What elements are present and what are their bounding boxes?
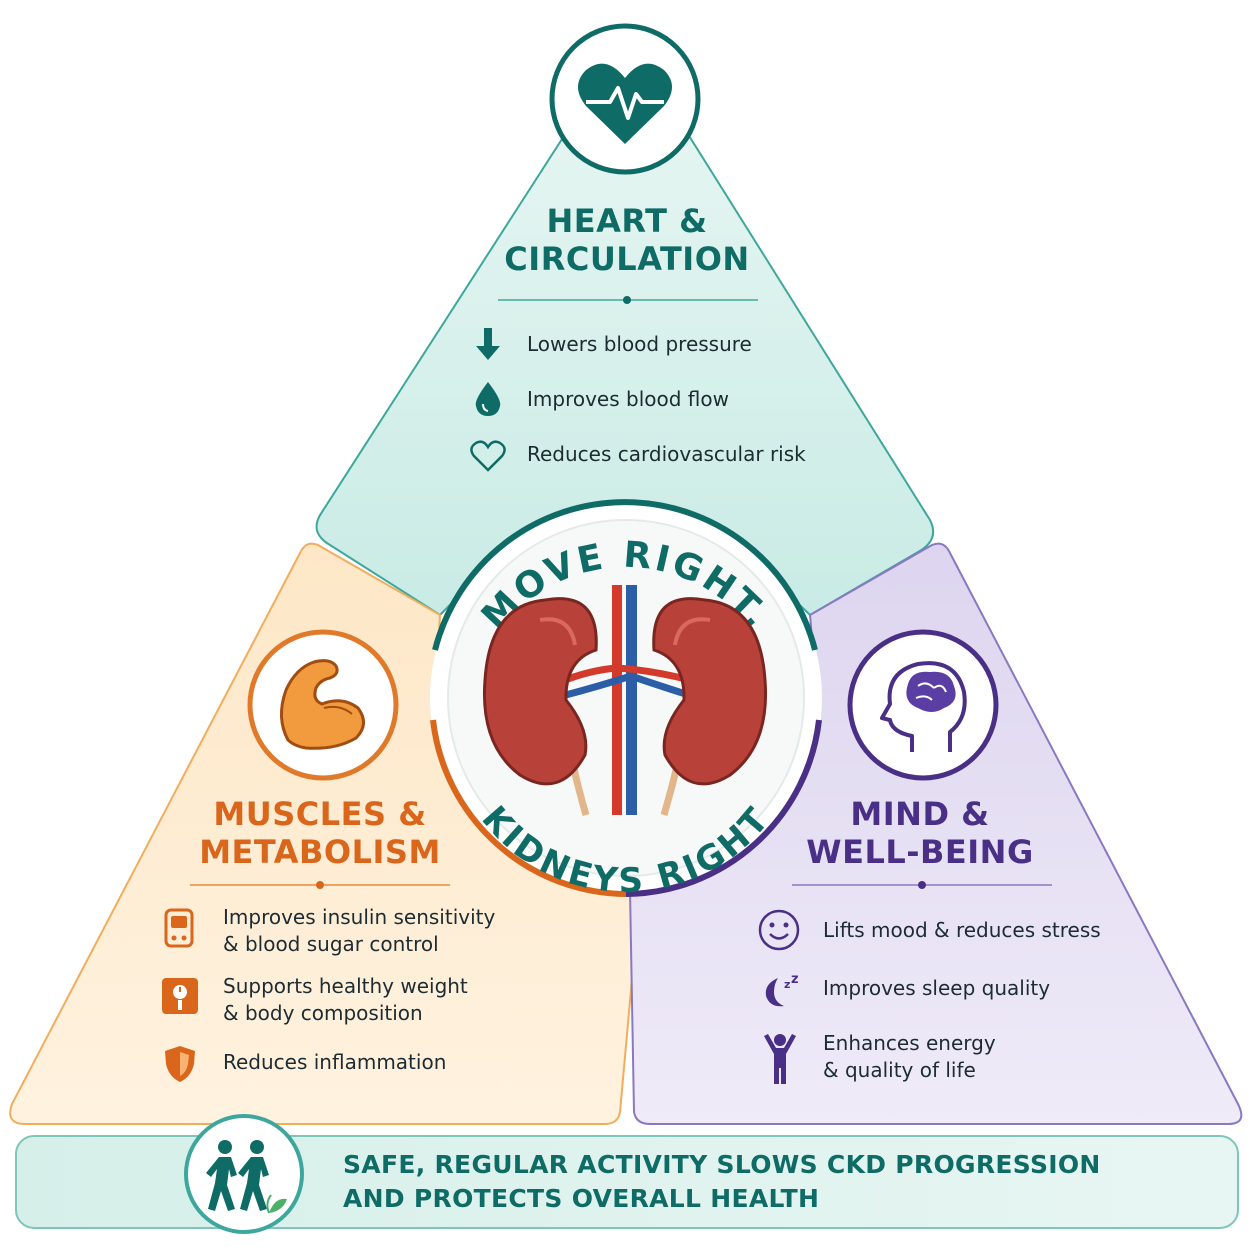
heart-item-1: Lowers blood pressure	[527, 332, 752, 356]
person-cheer-icon	[760, 1032, 800, 1090]
footer-line2: AND PROTECTS OVERALL HEALTH	[343, 1183, 820, 1213]
mind-item-3: Enhances energy & quality of life	[823, 1031, 996, 1082]
brain-head-icon	[846, 628, 1000, 782]
mind-title-line1: MIND &	[850, 795, 990, 833]
glucose-meter-icon	[164, 908, 194, 952]
muscles-item-1: Improves insulin sensitivity & blood sug…	[223, 905, 496, 956]
smiley-icon	[758, 909, 800, 955]
muscles-item-2: Supports healthy weight & body compositi…	[223, 974, 468, 1025]
muscles-item-3: Reduces inflammation	[223, 1050, 447, 1074]
heart-item-3: Reduces cardiovascular risk	[527, 442, 806, 466]
scale-icon	[162, 978, 198, 1018]
footer-line1: SAFE, REGULAR ACTIVITY SLOWS CKD PROGRES…	[343, 1150, 1101, 1179]
blood-drop-icon	[474, 382, 502, 422]
mind-item-2: Improves sleep quality	[823, 976, 1051, 1000]
arrow-down-icon	[474, 328, 502, 364]
heart-outline-icon	[470, 440, 506, 476]
mind-title: MIND & WELL-BEING	[760, 795, 1080, 872]
mind-title-line2: WELL-BEING	[806, 833, 1034, 872]
shield-icon	[163, 1044, 197, 1088]
muscles-title: MUSCLES & METABOLISM	[160, 795, 480, 872]
heart-pulse-icon	[548, 22, 702, 176]
mind-item-1: Lifts mood & reduces stress	[823, 918, 1101, 942]
svg-text:z: z	[784, 978, 790, 991]
svg-text:z: z	[791, 972, 799, 987]
muscles-title-line1: MUSCLES &	[213, 795, 427, 833]
flexed-bicep-icon	[246, 628, 400, 782]
muscles-title-line2: METABOLISM	[199, 833, 441, 872]
kidneys-illustration	[482, 585, 768, 816]
heart-title: HEART & CIRCULATION	[470, 202, 784, 279]
footer-message: SAFE, REGULAR ACTIVITY SLOWS CKD PROGRES…	[343, 1148, 1101, 1216]
heart-title-line1: HEART &	[546, 202, 708, 240]
heart-item-2: Improves blood flow	[527, 387, 729, 411]
footer-banner	[15, 1135, 1239, 1229]
walking-people-icon	[183, 1113, 305, 1235]
heart-title-line2: CIRCULATION	[504, 240, 750, 279]
